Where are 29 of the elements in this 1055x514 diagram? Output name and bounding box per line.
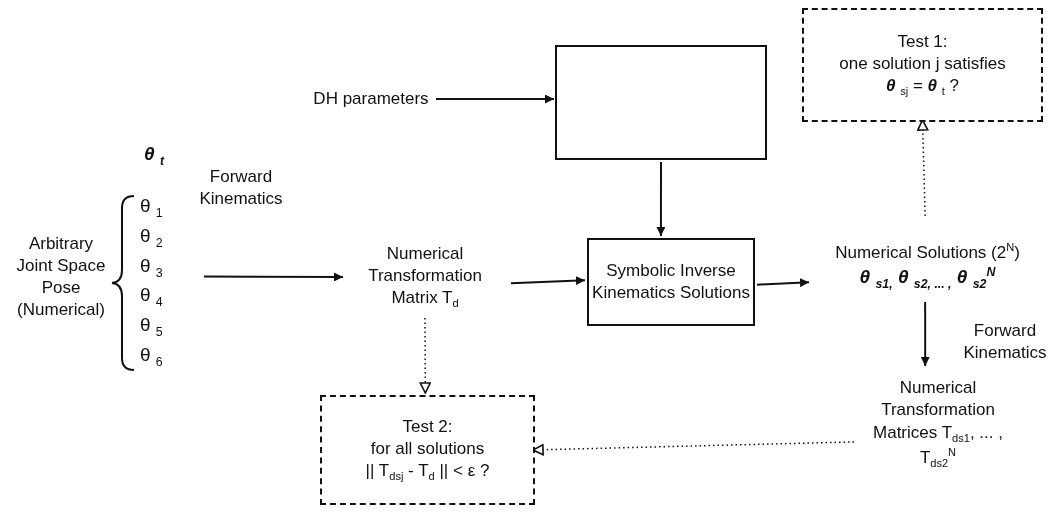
node-text: θ $_{sj}$ = θ $_{t}$ ? [885, 75, 960, 99]
arrow [756, 278, 810, 288]
arrow [920, 301, 930, 367]
joint-angle: θ $_{6}$ [140, 343, 163, 370]
node-text: Test 1: [897, 31, 948, 54]
node-text: Numerical Solutions (2$^{N}$) [835, 240, 1020, 264]
joint-angle: θ $_{2}$ [140, 223, 163, 251]
process-box [555, 45, 767, 160]
test-box [802, 8, 1043, 122]
node-text: DH parameters [313, 87, 429, 110]
node-text: for all solutions [370, 438, 485, 461]
arrow [203, 272, 344, 282]
node-text: Arbitrary Joint Space Pose (Numerical) [15, 232, 107, 322]
joint-angle: θ $_{3}$ [140, 253, 163, 281]
target-angle: θ $_{t}$ [144, 143, 164, 168]
joint-angle: θ $_{5}$ [140, 313, 163, 341]
node-text: one solution j satisfies [839, 53, 1006, 76]
node-text: || T$_{dsj}$ - T$_{d}$ || < ε ? [365, 460, 490, 484]
arrow [510, 276, 586, 286]
test-box [320, 395, 535, 505]
joint-angle: θ $_{4}$ [140, 283, 163, 311]
node-text: Numerical Transformation Matrix T$_{d}$ [367, 243, 483, 311]
dotted-arrow [419, 317, 432, 394]
arrow [435, 94, 555, 104]
node-text: Test 2: [402, 416, 453, 439]
joint-angle: θ $_{1}$ [140, 194, 163, 221]
arrow [656, 161, 666, 237]
node-text: Symbolic Inverse Kinematics Solutions [591, 259, 751, 304]
process-box [587, 238, 755, 326]
